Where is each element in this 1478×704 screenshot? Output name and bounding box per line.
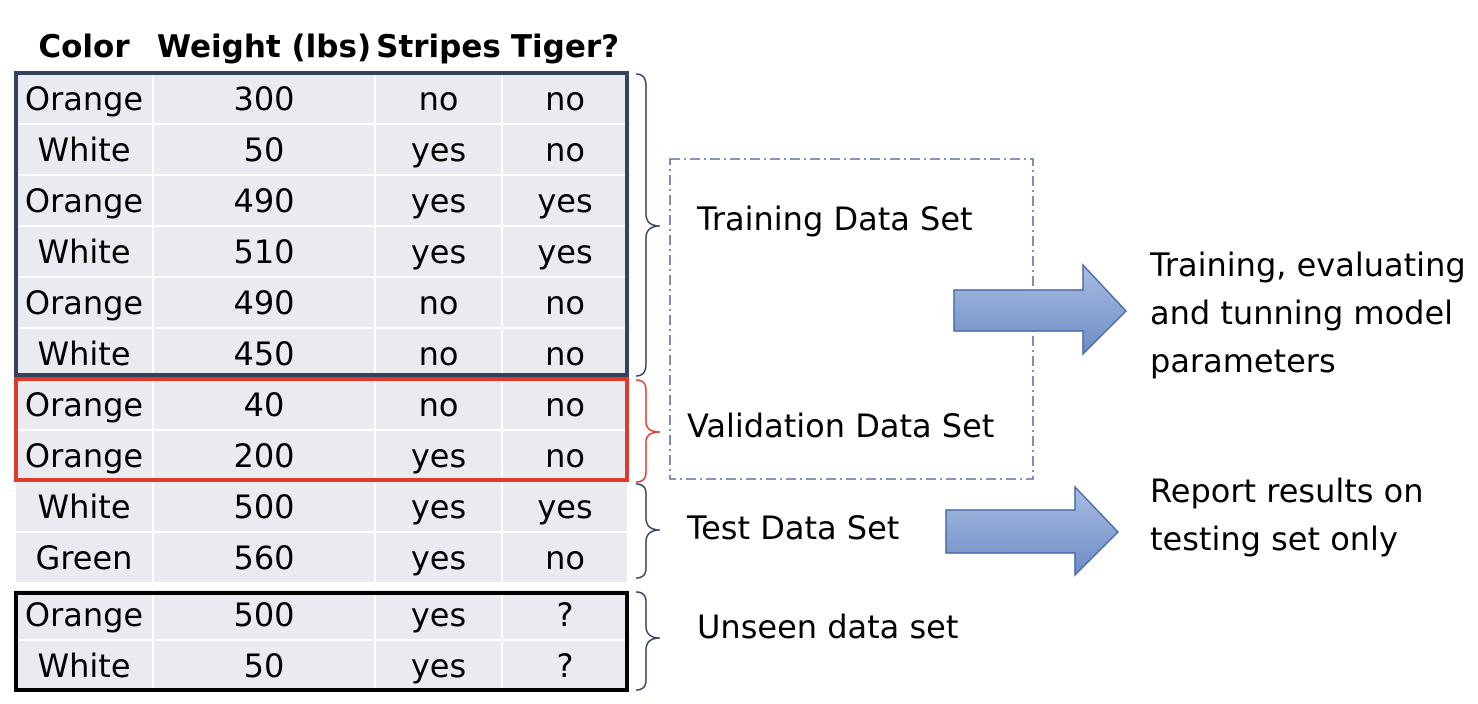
cell-color: Orange <box>16 431 152 480</box>
cell-weight: 490 <box>154 278 374 327</box>
validation-set-label: Validation Data Set <box>687 407 995 445</box>
brace-unseen <box>635 591 661 691</box>
cell-tiger: yes <box>503 227 627 276</box>
cell-color: Orange <box>16 590 152 639</box>
report-line-2: testing set only <box>1150 520 1398 558</box>
tuning-line-1: Training, evaluating <box>1150 246 1466 284</box>
cell-tiger: no <box>503 533 627 582</box>
cell-tiger: ? <box>503 641 627 690</box>
cell-weight: 50 <box>154 641 374 690</box>
report-line-1: Report results on <box>1150 472 1424 510</box>
tuning-line-3: parameters <box>1150 342 1336 380</box>
cell-stripes: yes <box>376 227 501 276</box>
cell-weight: 50 <box>154 125 374 174</box>
cell-color: White <box>16 641 152 690</box>
unseen-set-label: Unseen data set <box>697 608 959 646</box>
cell-tiger: no <box>503 278 627 327</box>
cell-color: Orange <box>16 176 152 225</box>
cell-color: White <box>16 125 152 174</box>
brace-training <box>635 73 661 377</box>
cell-weight: 300 <box>154 74 374 123</box>
cell-stripes: yes <box>376 533 501 582</box>
cell-weight: 500 <box>154 482 374 531</box>
tuning-line-2: and tunning model <box>1150 294 1454 332</box>
cell-color: Orange <box>16 380 152 429</box>
header-color: Color <box>16 23 152 70</box>
cell-tiger: ? <box>503 590 627 639</box>
cell-weight: 500 <box>154 590 374 639</box>
arrow-to-tuning <box>953 263 1128 356</box>
cell-tiger: no <box>503 329 627 378</box>
validation-set-box <box>14 377 629 482</box>
cell-tiger: no <box>503 125 627 174</box>
brace-test <box>635 483 661 579</box>
cell-tiger: no <box>503 380 627 429</box>
cell-weight: 490 <box>154 176 374 225</box>
cell-color: White <box>16 329 152 378</box>
cell-color: White <box>16 227 152 276</box>
unseen-set-box <box>14 591 629 692</box>
cell-stripes: yes <box>376 176 501 225</box>
cell-tiger: yes <box>503 482 627 531</box>
cell-color: Green <box>16 533 152 582</box>
cell-color: Orange <box>16 278 152 327</box>
cell-tiger: no <box>503 74 627 123</box>
cell-stripes: no <box>376 74 501 123</box>
cell-stripes: no <box>376 329 501 378</box>
cell-tiger: no <box>503 431 627 480</box>
cell-tiger: yes <box>503 176 627 225</box>
header-stripes: Stripes <box>376 23 501 70</box>
cell-stripes: yes <box>376 641 501 690</box>
cell-stripes: yes <box>376 431 501 480</box>
cell-stripes: no <box>376 278 501 327</box>
cell-color: Orange <box>16 74 152 123</box>
cell-weight: 40 <box>154 380 374 429</box>
cell-stripes: yes <box>376 590 501 639</box>
header-weight: Weight (lbs) <box>154 23 374 70</box>
training-set-box <box>14 71 629 377</box>
training-set-label: Training Data Set <box>697 200 973 238</box>
cell-weight: 560 <box>154 533 374 582</box>
cell-stripes: yes <box>376 125 501 174</box>
cell-weight: 510 <box>154 227 374 276</box>
cell-stripes: no <box>376 380 501 429</box>
cell-color: White <box>16 482 152 531</box>
brace-validation <box>635 379 661 483</box>
cell-weight: 450 <box>154 329 374 378</box>
test-set-label: Test Data Set <box>687 509 900 547</box>
cell-weight: 200 <box>154 431 374 480</box>
arrow-to-report <box>945 485 1120 577</box>
cell-stripes: yes <box>376 482 501 531</box>
header-tiger: Tiger? <box>503 23 627 70</box>
